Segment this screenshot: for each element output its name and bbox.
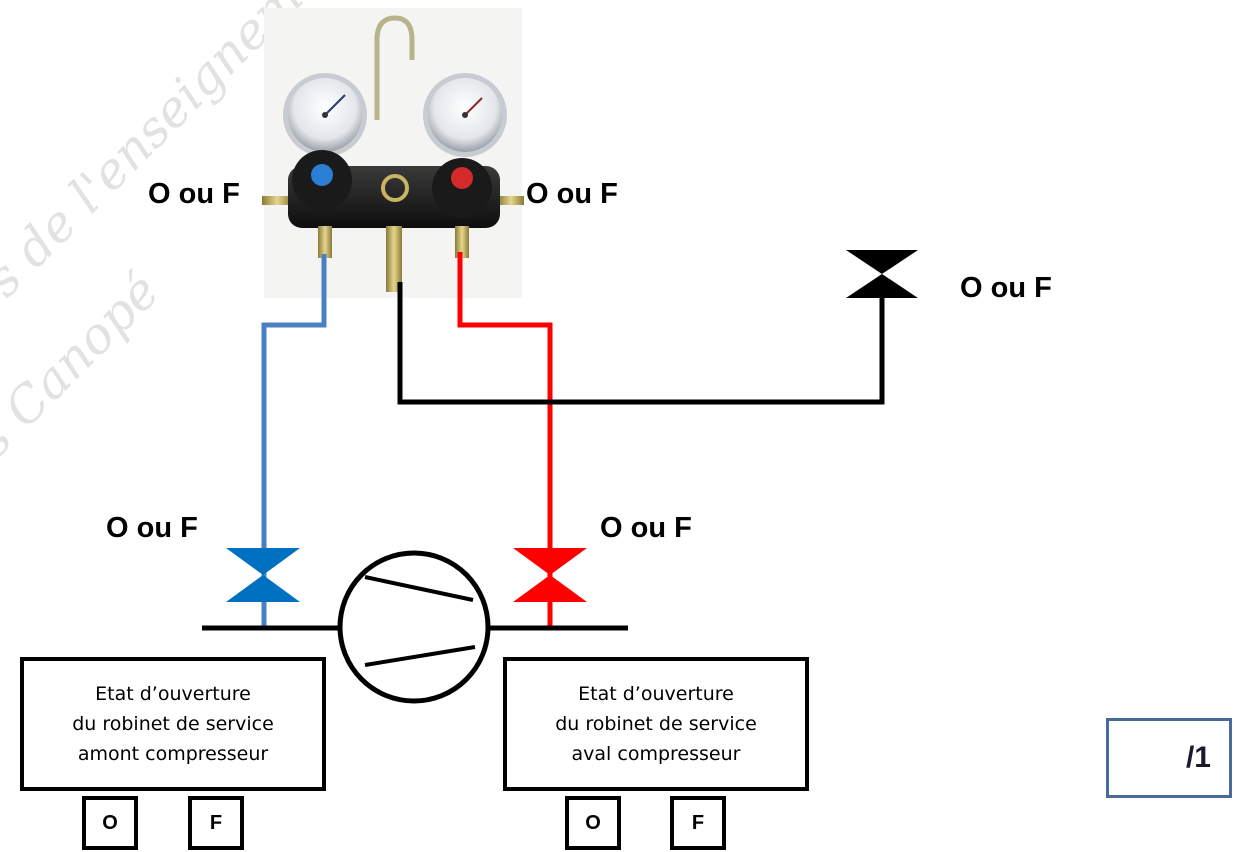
box-left-line-3: amont compresseur: [77, 743, 269, 765]
high-pressure-gauge: [423, 73, 507, 157]
discharge-valve-label: O ou F: [600, 512, 692, 544]
score-text: /1: [1185, 741, 1211, 774]
box-left-line-2: du robinet de service: [72, 713, 274, 735]
suction-valve: [226, 548, 300, 602]
upstream-open-choice[interactable]: O: [82, 796, 138, 850]
center-port: [381, 174, 409, 202]
low-pressure-gauge: [283, 73, 367, 157]
box-right-line-3: aval compresseur: [571, 743, 741, 765]
downstream-closed-choice[interactable]: F: [670, 796, 726, 850]
gauge-right-valve-label: O ou F: [526, 178, 618, 210]
suction-valve-label: O ou F: [106, 512, 198, 544]
upstream-valve-state-box: Etat d’ouverture du robinet de service a…: [20, 657, 326, 791]
manifold-gauge-set: [262, 8, 524, 298]
discharge-valve: [513, 548, 587, 602]
upstream-closed-choice[interactable]: F: [188, 796, 244, 850]
downstream-open-choice[interactable]: O: [565, 796, 621, 850]
downstream-valve-state-box: Etat d’ouverture du robinet de service a…: [503, 657, 809, 791]
hanging-hook: [374, 15, 415, 120]
compressor-symbol: [337, 550, 491, 704]
score-box: /1: [1106, 718, 1232, 798]
box-left-line-1: Etat d’ouverture: [95, 683, 251, 705]
box-right-line-2: du robinet de service: [555, 713, 757, 735]
bypass-valve-label: O ou F: [960, 272, 1052, 304]
high-pressure-hose: [457, 252, 553, 628]
gauge-left-valve-label: O ou F: [148, 178, 240, 210]
low-pressure-hose: [261, 254, 327, 628]
bypass-valve: [846, 250, 918, 298]
service-hose: [397, 282, 885, 405]
box-right-line-1: Etat d’ouverture: [578, 683, 734, 705]
